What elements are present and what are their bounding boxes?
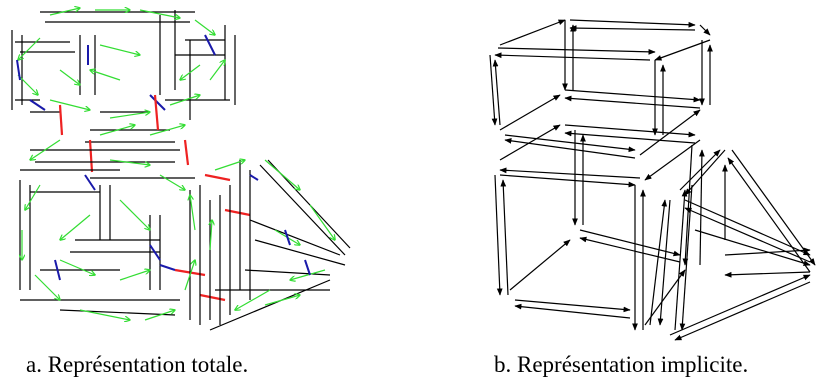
pyramid-green-arrows: [210, 160, 335, 310]
pyramid-blue-links: [249, 174, 311, 276]
lower-cube-arrows: [494, 124, 705, 331]
bottom-cube-darts: [19, 149, 201, 325]
pyramid-arrows: [649, 149, 816, 341]
caption-implicit-representation: b. Représentation implicite.: [494, 352, 749, 377]
top-box-darts: [11, 10, 236, 143]
bottom-cube-blue-links: [54, 174, 176, 281]
pyramid-darts: [209, 159, 351, 331]
upper-box-arrows: [489, 19, 713, 159]
diagram-implicit-representation: [470, 0, 824, 345]
bottom-cube-green-arrows: [22, 139, 195, 320]
red-links: [58, 94, 251, 302]
caption-total-representation: a. Représentation totale.: [26, 352, 249, 377]
top-box-blue-links: [16, 34, 216, 111]
diagram-total-representation: [0, 0, 360, 340]
top-box-green-arrows: [18, 8, 225, 136]
total-representation-svg: [11, 0, 351, 331]
implicit-representation-svg: [489, 19, 816, 341]
